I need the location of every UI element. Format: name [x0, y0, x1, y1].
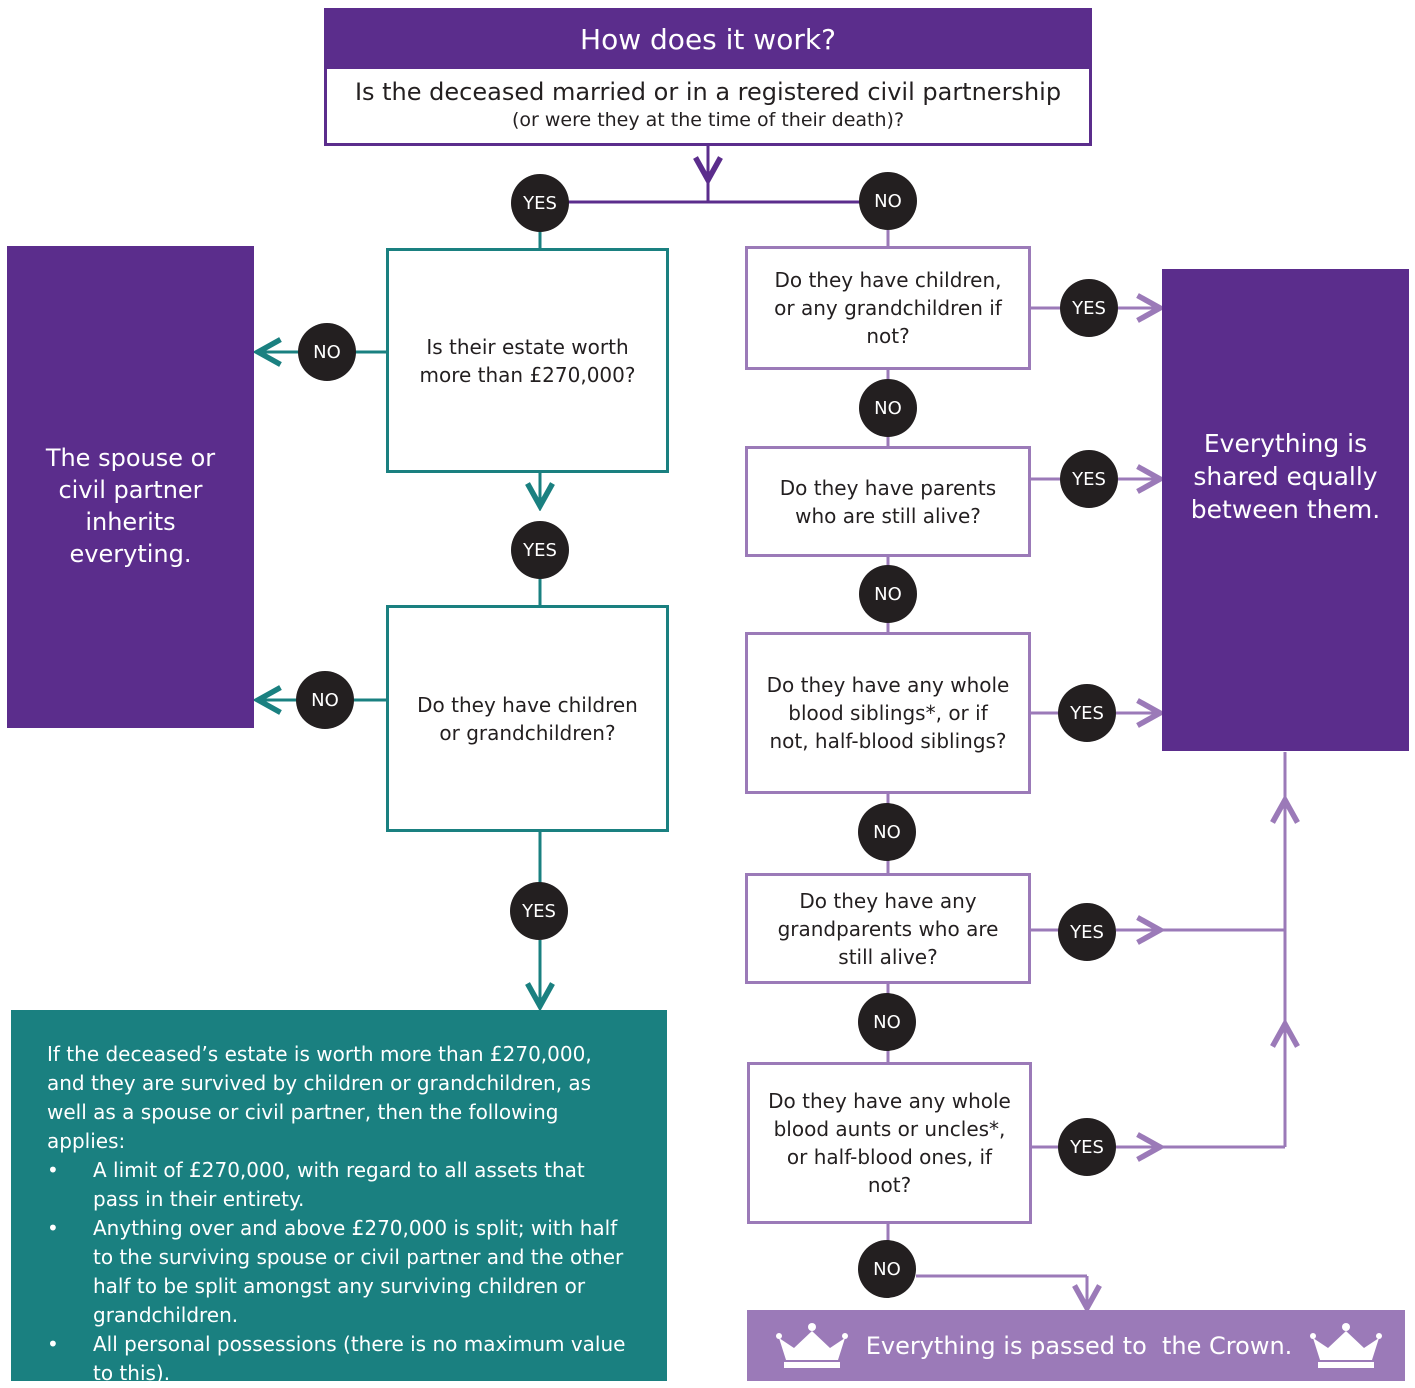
outcome-spouse-inherits: The spouse or civil partner inherits eve…: [7, 246, 254, 728]
yes-badge-q3: YES: [1058, 684, 1116, 742]
question-text: Do they have children, or any grandchild…: [774, 268, 1002, 348]
no-badge-q5: NO: [858, 1240, 916, 1298]
question-text: Do they have any grandparents who are st…: [777, 888, 999, 969]
yes-badge-q2: YES: [1060, 450, 1118, 508]
question-parents: Do they have parents who are still alive…: [745, 446, 1031, 557]
no-badge-q1: NO: [859, 379, 917, 437]
yes-badge-q4: YES: [1058, 903, 1116, 961]
bullet-marker: •: [47, 1158, 59, 1182]
question-aunts-uncles: Do they have any whole blood aunts or un…: [747, 1062, 1032, 1224]
question-text: Do they have any whole blood aunts or un…: [768, 1089, 1011, 1197]
question-grandparents: Do they have any grandparents who are st…: [745, 873, 1031, 984]
no-badge-married: NO: [859, 172, 917, 230]
question-children-married-text: Do they have children or grandchildren?: [417, 692, 638, 745]
no-badge-q4: NO: [858, 993, 916, 1051]
outcome-split-bullet-text: Anything over and above £270,000 is spli…: [93, 1216, 624, 1327]
question-children-unmarried: Do they have children, or any grandchild…: [745, 246, 1031, 370]
outcome-split-bullet: • A limit of £270,000, with regard to al…: [47, 1156, 631, 1214]
no-badge-q2: NO: [859, 565, 917, 623]
crown-icon: [1310, 1322, 1382, 1368]
outcome-split-bullet: • Anything over and above £270,000 is sp…: [47, 1214, 631, 1330]
crown-icon: [776, 1322, 848, 1368]
no-badge-q3: NO: [858, 803, 916, 861]
outcome-split-bullet-text: All personal possessions (there is no ma…: [93, 1332, 626, 1385]
outcome-shared-equally: Everything is shared equally between the…: [1162, 269, 1409, 751]
header-title: How does it work?: [327, 11, 1089, 69]
header-block: How does it work? Is the deceased marrie…: [324, 8, 1092, 146]
yes-badge-married: YES: [511, 174, 569, 232]
no-badge-estate: NO: [298, 323, 356, 381]
question-estate-value: Is their estate worth more than £270,000…: [386, 248, 669, 473]
question-text: Do they have parents who are still alive…: [779, 475, 997, 528]
yes-badge-q5: YES: [1058, 1118, 1116, 1176]
outcome-split-intro: If the deceased’s estate is worth more t…: [47, 1042, 592, 1153]
question-siblings: Do they have any whole blood siblings*, …: [745, 632, 1031, 794]
yes-badge-estate: YES: [511, 521, 569, 579]
outcome-split-bullet-text: A limit of £270,000, with regard to all …: [93, 1158, 585, 1211]
outcome-crown: Everything is passed to the Crown.: [747, 1310, 1405, 1381]
outcome-crown-text: Everything is passed to the Crown.: [865, 1331, 1293, 1360]
main-question-note: (or were they at the time of their death…: [511, 109, 905, 131]
question-text: Do they have any whole blood siblings*, …: [766, 673, 1010, 753]
question-children-married: Do they have children or grandchildren?: [386, 605, 669, 832]
outcome-spouse-text: The spouse or civil partner inherits eve…: [45, 444, 216, 568]
yes-badge-q1: YES: [1060, 279, 1118, 337]
bullet-marker: •: [47, 1216, 59, 1240]
yes-badge-children-married: YES: [510, 882, 568, 940]
outcome-shared-text: Everything is shared equally between the…: [1190, 429, 1381, 524]
main-question: Is the deceased married or in a register…: [354, 78, 1062, 106]
outcome-split-bullet: • All personal possessions (there is no …: [47, 1330, 631, 1388]
no-badge-children-married: NO: [296, 671, 354, 729]
outcome-split-estate: If the deceased’s estate is worth more t…: [11, 1010, 667, 1385]
bullet-marker: •: [47, 1332, 59, 1356]
question-estate-text: Is their estate worth more than £270,000…: [419, 334, 636, 387]
